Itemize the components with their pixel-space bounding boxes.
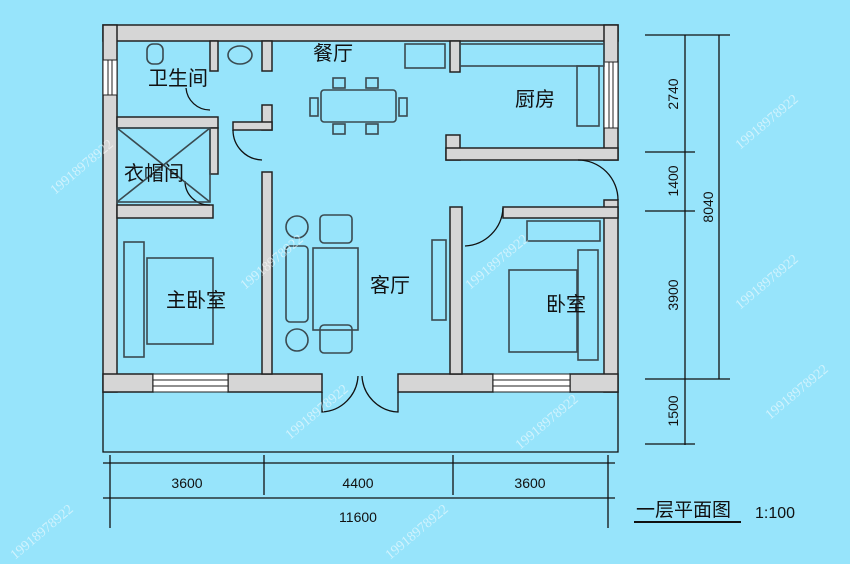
- master-bed: [146, 257, 214, 345]
- watermark: 19918978922: [383, 502, 452, 563]
- coffee-table: [312, 247, 359, 331]
- dim-2740: 2740: [665, 78, 681, 109]
- drawing-title: 一层平面图: [636, 499, 731, 521]
- watermark: 19918978922: [763, 362, 832, 423]
- dim-total-depth: 8040: [700, 191, 716, 222]
- walls: [102, 24, 619, 393]
- room-label-living-room: 客厅: [370, 273, 410, 297]
- watermark: 19918978922: [733, 252, 802, 313]
- room-label-master-bedroom: 主卧室: [166, 288, 226, 312]
- watermark: 19918978922: [733, 92, 802, 153]
- dim-1500: 1500: [665, 395, 681, 426]
- watermark: 19918978922: [513, 392, 582, 453]
- watermark: 19918978922: [8, 502, 77, 563]
- dim-1400: 1400: [665, 165, 681, 196]
- room-label-closet: 衣帽间: [124, 161, 184, 185]
- dining-table: [320, 89, 397, 123]
- right-dimension-lines: [645, 34, 730, 445]
- watermark: 19918978922: [463, 232, 532, 293]
- doors: [184, 87, 619, 413]
- furniture: [116, 43, 605, 361]
- bottom-dimension-lines: [103, 455, 615, 528]
- drawing-scale: 1:100: [755, 505, 795, 522]
- room-label-dining: 餐厅: [313, 41, 353, 65]
- dim-3600-left: 3600: [171, 475, 202, 491]
- room-label-bathroom: 卫生间: [148, 66, 208, 90]
- dim-3900: 3900: [665, 279, 681, 310]
- porch-outline: [102, 392, 619, 453]
- bedroom-bed: [508, 269, 578, 353]
- windows: [102, 59, 619, 393]
- dim-4400: 4400: [342, 475, 373, 491]
- sofa: [285, 245, 309, 323]
- room-label-kitchen: 厨房: [515, 87, 555, 111]
- dim-3600-right: 3600: [514, 475, 545, 491]
- room-label-bedroom: 卧室: [546, 292, 586, 316]
- dim-total-width: 11600: [339, 509, 377, 525]
